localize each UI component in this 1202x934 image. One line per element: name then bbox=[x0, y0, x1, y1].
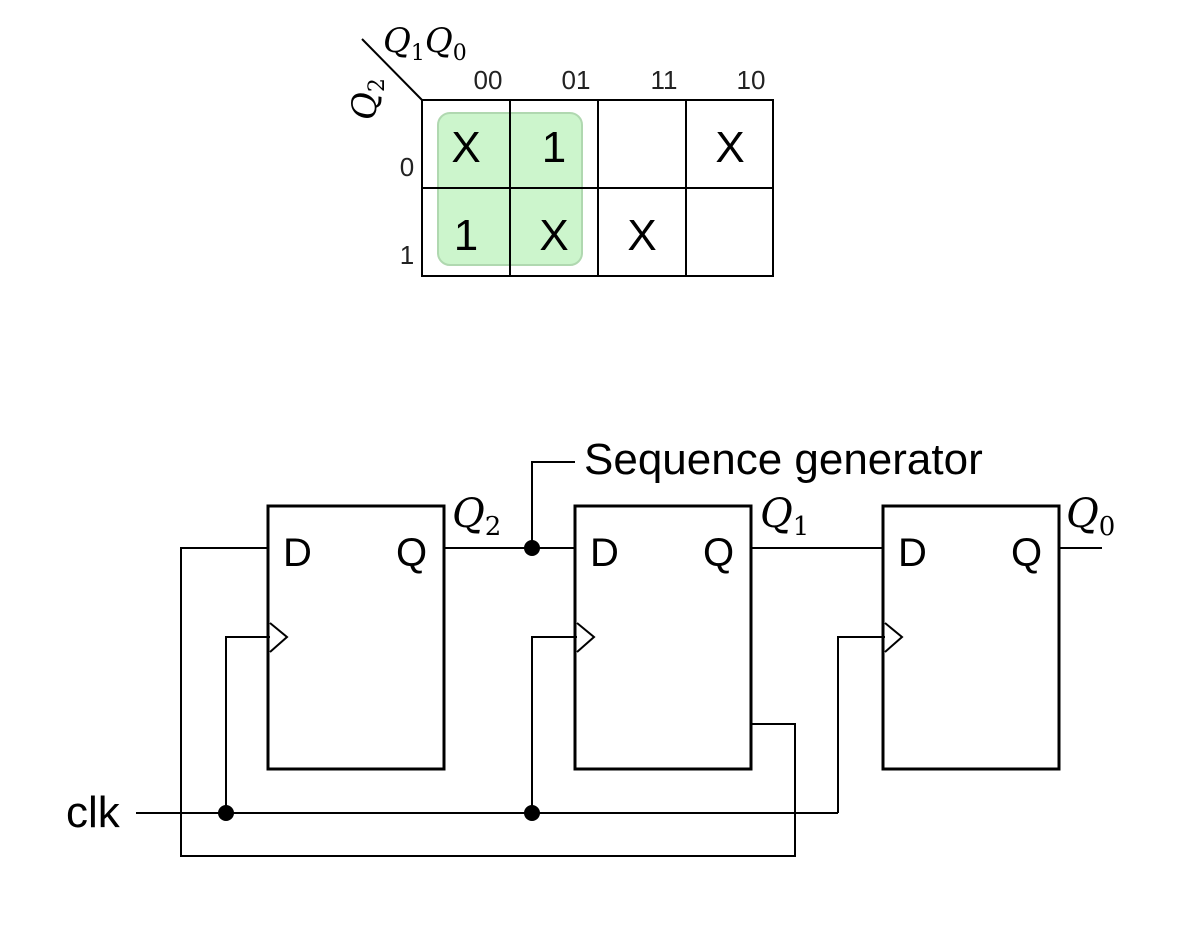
kmap-row-header: 0 bbox=[400, 152, 414, 182]
karnaugh-map: Q1Q0 Q2 00 01 11 10 0 1 X 1 X 1 X X bbox=[345, 21, 774, 277]
kmap-cell: X bbox=[539, 211, 568, 260]
output-label-q1: Q1 bbox=[760, 491, 809, 542]
kmap-col-header: 01 bbox=[562, 65, 591, 95]
clock-triangle-icon bbox=[269, 622, 289, 653]
kmap-row-header: 1 bbox=[400, 240, 414, 270]
clock-triangle-icon bbox=[884, 622, 904, 653]
kmap-cell: 1 bbox=[454, 211, 478, 260]
d-input-label: D bbox=[283, 531, 312, 575]
wire-feedback bbox=[180, 547, 796, 857]
flip-flop-3: D Q bbox=[881, 504, 1061, 771]
wire-sequence-tap bbox=[531, 461, 575, 548]
kmap-row-variable: Q2 bbox=[345, 78, 390, 120]
q-output-label: Q bbox=[396, 531, 427, 575]
kmap-col-header: 00 bbox=[474, 65, 503, 95]
d-input-label: D bbox=[898, 531, 927, 575]
kmap-col-header: 10 bbox=[737, 65, 766, 95]
wire-clock-ff2 bbox=[531, 636, 577, 813]
flip-flop-2: D Q bbox=[573, 504, 753, 771]
circuit-schematic: D Q D Q D Q Q2 Q1 Q0 Sequence gene bbox=[66, 435, 1115, 857]
kmap-col-variables: Q1Q0 bbox=[383, 21, 467, 66]
circuit-title: Sequence generator bbox=[584, 435, 983, 484]
junction-dot bbox=[218, 805, 234, 821]
flip-flop-1: D Q bbox=[266, 504, 446, 771]
clock-label: clk bbox=[66, 788, 121, 837]
kmap-col-header: 11 bbox=[651, 65, 678, 95]
kmap-cell: X bbox=[715, 123, 744, 172]
kmap-cell: X bbox=[451, 123, 480, 172]
junction-dot bbox=[524, 805, 540, 821]
kmap-cell: 1 bbox=[542, 123, 566, 172]
output-label-q2: Q2 bbox=[452, 491, 501, 542]
q-output-label: Q bbox=[1011, 531, 1042, 575]
wire-clock-ff1 bbox=[225, 636, 270, 813]
q-output-label: Q bbox=[703, 531, 734, 575]
output-label-q0: Q0 bbox=[1066, 491, 1115, 542]
kmap-corner-diagonal bbox=[361, 38, 423, 101]
kmap-cell: X bbox=[627, 211, 656, 260]
clock-triangle-icon bbox=[576, 622, 596, 653]
wire-clock-ff3 bbox=[837, 636, 885, 813]
junction-dot bbox=[524, 540, 540, 556]
d-input-label: D bbox=[590, 531, 619, 575]
